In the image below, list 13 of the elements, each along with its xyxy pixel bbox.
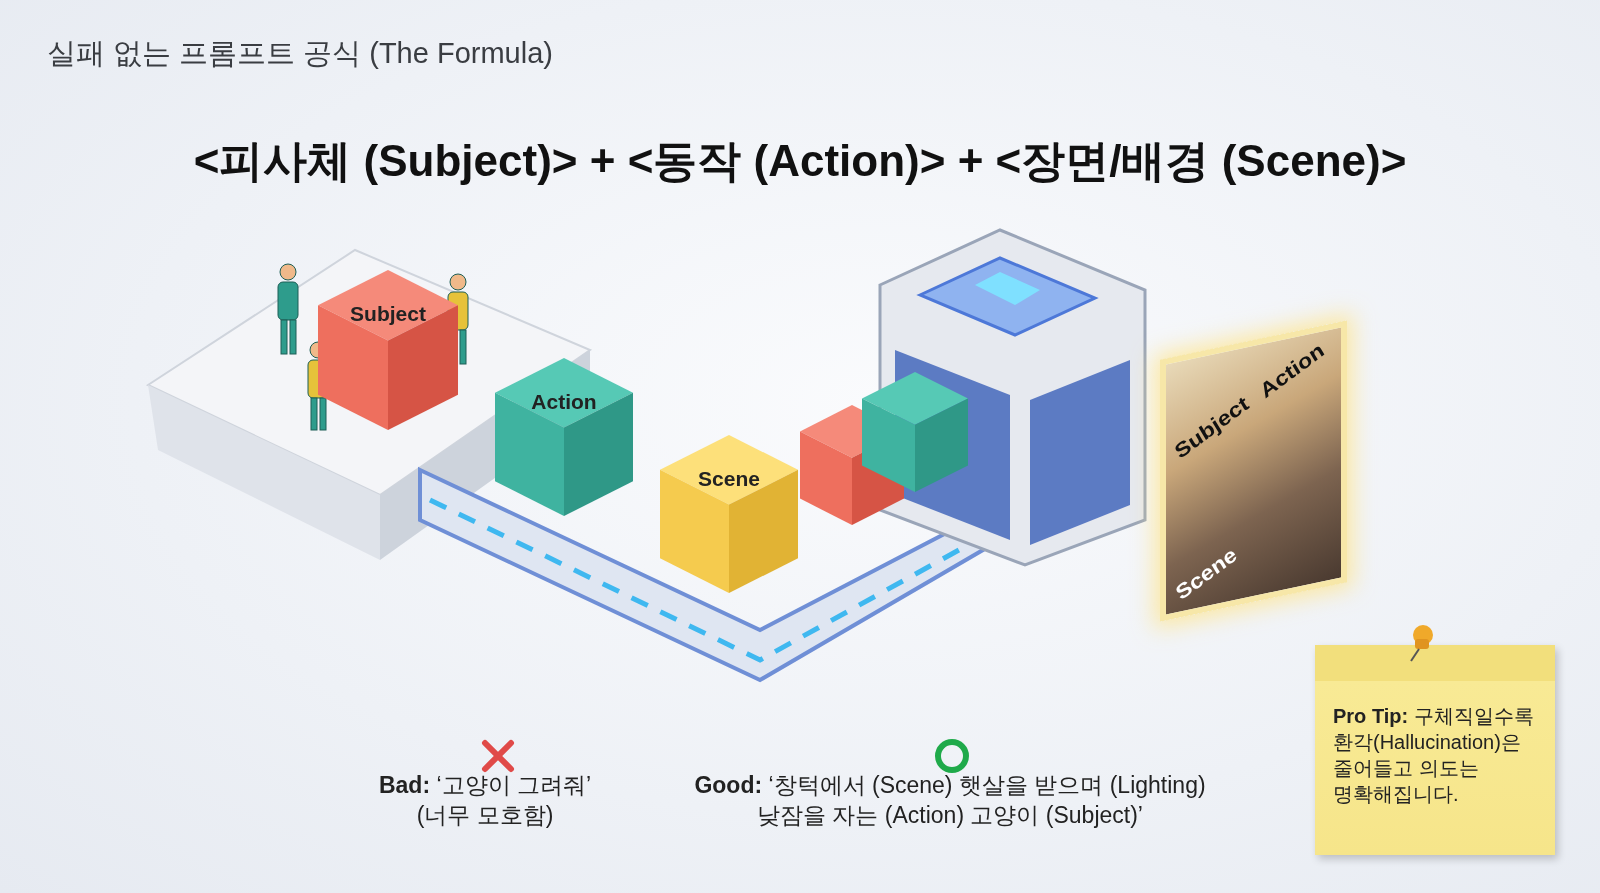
cube	[318, 270, 458, 430]
cube-label: Subject	[349, 302, 427, 326]
cube	[660, 435, 798, 593]
cube	[862, 372, 968, 492]
tip-text: Pro Tip: 구체직일수록 환각(Hallucination)은 줄어들고 의도는 명확해집니다.	[1333, 704, 1535, 807]
cube-label: Scene	[697, 466, 761, 491]
example-text: Good: ‘창턱에서 (Scene) 햇살을 받으며 (Lighting) 낮잠을 자는 (Action) 고양이 (Subject)’	[693, 771, 1207, 830]
cube	[495, 358, 633, 516]
cube-label: Action	[530, 389, 598, 414]
formula-heading: <피사체 (Subject)> + <동작 (Action)> + <장면/배경 (Scene)>	[192, 135, 1408, 187]
slide-title: 실패 없는 프롬프트 공식 (The Formula)	[47, 36, 553, 71]
example-text: Bad: ‘고양이 그려줘’ (너무 모호함)	[377, 771, 593, 830]
picture-frame	[1160, 320, 1347, 622]
